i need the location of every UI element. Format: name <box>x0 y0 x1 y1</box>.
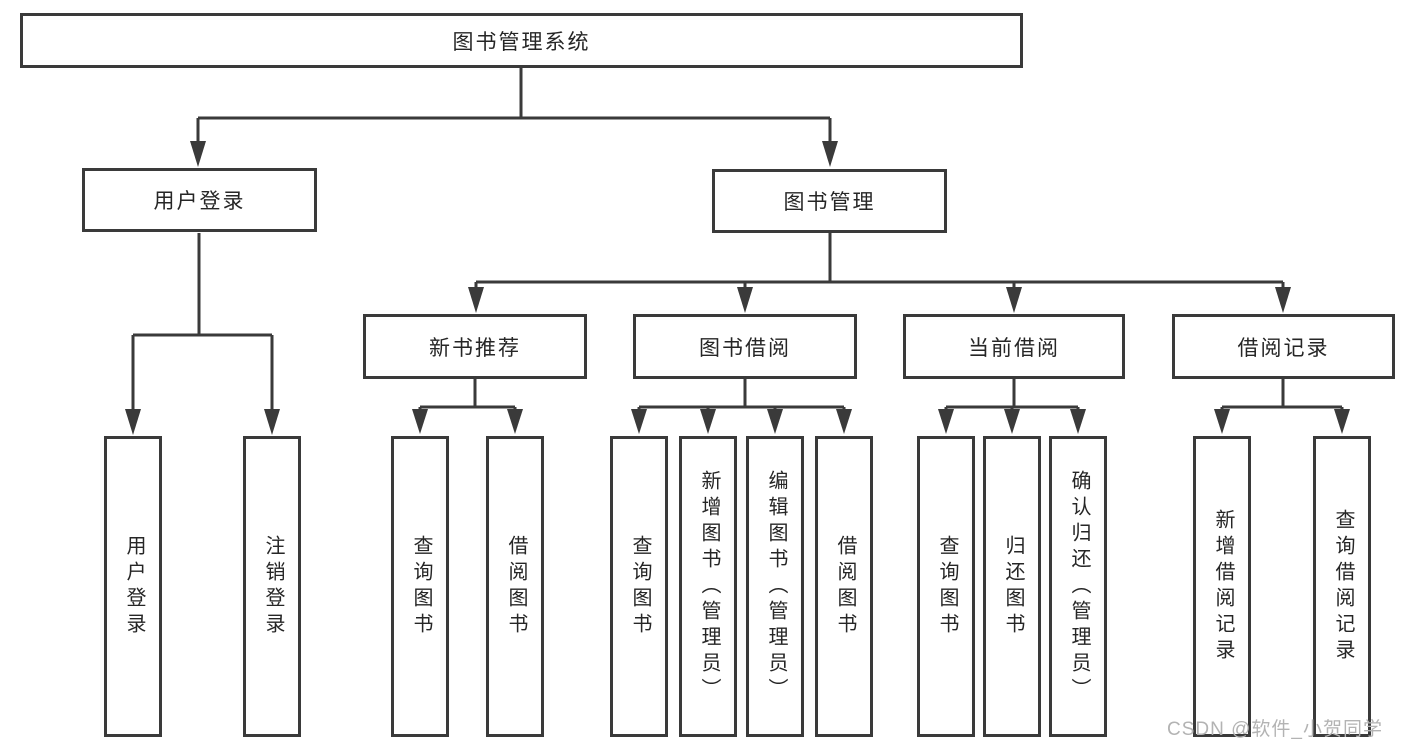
leaf-query-books-recommend: 查询图书 <box>391 436 449 737</box>
csdn-watermark: CSDN @软件_小贺同学 <box>1167 719 1383 740</box>
node-user-login: 用户登录 <box>82 168 317 232</box>
node-book-borrowing: 图书借阅 <box>633 314 857 379</box>
leaf-add-borrow-record: 新增借阅记录 <box>1193 436 1251 737</box>
node-current-borrowing: 当前借阅 <box>903 314 1125 379</box>
node-book-management: 图书管理 <box>712 169 947 233</box>
leaf-borrow-books-recommend: 借阅图书 <box>486 436 544 737</box>
leaf-confirm-return-admin: 确认归还（管理员） <box>1049 436 1107 737</box>
node-library-management-system: 图书管理系统 <box>20 13 1023 68</box>
leaf-query-books-borrowing: 查询图书 <box>610 436 668 737</box>
leaf-edit-book-admin: 编辑图书（管理员） <box>746 436 804 737</box>
leaf-return-book: 归还图书 <box>983 436 1041 737</box>
leaf-query-books-current: 查询图书 <box>917 436 975 737</box>
leaf-query-borrow-record: 查询借阅记录 <box>1313 436 1371 737</box>
node-borrowing-records: 借阅记录 <box>1172 314 1395 379</box>
node-new-book-recommendation: 新书推荐 <box>363 314 587 379</box>
leaf-borrow-books-borrowing: 借阅图书 <box>815 436 873 737</box>
leaf-add-book-admin: 新增图书（管理员） <box>679 436 737 737</box>
leaf-user-login: 用户登录 <box>104 436 162 737</box>
leaf-logout: 注销登录 <box>243 436 301 737</box>
